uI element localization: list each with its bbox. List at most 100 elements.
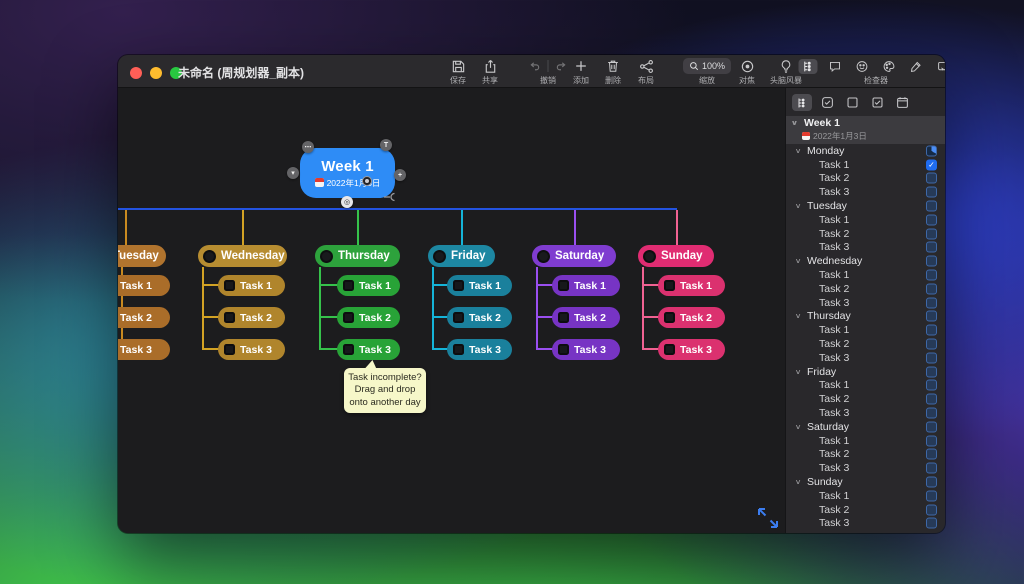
tab-completed-tasks[interactable] [817, 94, 837, 111]
outline-checkbox-empty[interactable] [926, 269, 937, 281]
sticky-note[interactable]: Task incomplete? Drag and drop onto anot… [344, 368, 426, 414]
task-checkbox-square[interactable] [224, 344, 235, 355]
outline-checkbox-empty[interactable] [926, 517, 937, 529]
outline-day-row-sunday[interactable]: ∨Sunday [786, 475, 945, 489]
brainstorm-button[interactable]: 头脑风暴 [770, 58, 802, 86]
task-node-friday-2[interactable]: Task 2 [447, 307, 512, 328]
task-checkbox-square[interactable] [664, 312, 675, 323]
node-text-handle[interactable]: T [380, 139, 392, 151]
zoom-control[interactable]: 100% 缩放 [682, 58, 732, 86]
outline-checkbox-checked[interactable]: ✓ [926, 159, 937, 171]
outline-checkbox-empty[interactable] [926, 462, 937, 474]
task-node-sunday-1[interactable]: Task 1 [658, 275, 725, 296]
outline-checkbox-empty[interactable] [926, 172, 937, 184]
outline-day-row-friday[interactable]: ∨Friday [786, 365, 945, 379]
task-node-wednesday-3[interactable]: Task 3 [218, 339, 285, 360]
focus-button[interactable]: 对焦 [739, 58, 755, 86]
task-checkbox-square[interactable] [224, 280, 235, 291]
task-node-friday-3[interactable]: Task 3 [447, 339, 512, 360]
outline-task-row-friday-2[interactable]: Task 2 [786, 392, 945, 406]
layout-button[interactable]: 布局 [638, 58, 654, 86]
day-checkbox-circle[interactable] [320, 249, 333, 263]
chevron-down-icon[interactable]: ∨ [794, 423, 802, 431]
outline-task-row-sunday-3[interactable]: Task 3 [786, 517, 945, 531]
task-node-thursday-1[interactable]: Task 1 [337, 275, 400, 296]
node-more-handle[interactable]: ⋯ [302, 141, 314, 153]
chevron-down-icon[interactable]: ∨ [794, 479, 802, 487]
zoom-window-button[interactable] [170, 67, 182, 79]
panel-inspector-button[interactable] [934, 59, 945, 74]
task-checkbox-square[interactable] [224, 312, 235, 323]
node-drag-handle[interactable]: ◎ [341, 196, 353, 208]
outline-task-row-monday-2[interactable]: Task 2 [786, 172, 945, 186]
day-checkbox-circle[interactable] [433, 249, 446, 263]
undo-icon[interactable] [529, 60, 542, 73]
add-button[interactable]: 添加 [573, 58, 589, 86]
outline-root-row[interactable]: ∨Week 1 2022年1月3日 [786, 116, 945, 144]
outline-checkbox-empty[interactable] [926, 310, 937, 322]
save-button[interactable]: 保存 [450, 58, 466, 86]
outline-task-row-monday-3[interactable]: Task 3 [786, 185, 945, 199]
outline-checkbox-empty[interactable] [926, 352, 937, 364]
outline-checkbox-empty[interactable] [926, 214, 937, 226]
outline-task-row-saturday-3[interactable]: Task 3 [786, 461, 945, 475]
outline-checkbox-empty[interactable] [926, 338, 937, 350]
outline-checkbox-empty[interactable] [926, 435, 937, 447]
task-node-wednesday-1[interactable]: Task 1 [218, 275, 285, 296]
chevron-down-icon[interactable]: ∨ [794, 313, 802, 321]
outline-day-row-tuesday[interactable]: ∨Tuesday [786, 199, 945, 213]
day-checkbox-circle[interactable] [203, 249, 216, 263]
node-collapse-handle[interactable]: ▾ [287, 167, 299, 179]
outline-day-row-monday[interactable]: ∨Monday [786, 144, 945, 158]
outline-checkbox-empty[interactable] [926, 255, 937, 267]
task-checkbox-square[interactable] [664, 344, 675, 355]
task-node-sunday-2[interactable]: Task 2 [658, 307, 725, 328]
outline-task-row-wednesday-1[interactable]: Task 1 [786, 268, 945, 282]
task-node-saturday-1[interactable]: Task 1 [552, 275, 620, 296]
task-node-tuesday-2[interactable]: Task 2 [118, 307, 170, 328]
day-node-saturday[interactable]: Saturday [532, 245, 616, 267]
task-checkbox-square[interactable] [343, 280, 354, 291]
tab-dated-tasks[interactable] [892, 94, 912, 111]
task-checkbox-square[interactable] [558, 344, 569, 355]
chevron-down-icon[interactable]: ∨ [794, 258, 802, 266]
day-node-tuesday[interactable]: Tuesday [118, 245, 166, 267]
outline-checkbox-empty[interactable] [926, 393, 937, 405]
outline-checkbox-empty[interactable] [926, 297, 937, 309]
outline-task-row-tuesday-1[interactable]: Task 1 [786, 213, 945, 227]
zoom-pill[interactable]: 100% [682, 58, 732, 74]
tab-outline[interactable] [792, 94, 812, 111]
task-node-friday-1[interactable]: Task 1 [447, 275, 512, 296]
outline-checkbox-empty[interactable] [926, 200, 937, 212]
outline-checkbox-empty[interactable] [926, 448, 937, 460]
style-pen-inspector-button[interactable] [907, 59, 926, 74]
outline-task-row-saturday-2[interactable]: Task 2 [786, 448, 945, 462]
outline-inspector-button[interactable] [798, 58, 818, 74]
share-button[interactable]: 共享 [482, 58, 498, 86]
task-checkbox-square[interactable] [558, 280, 569, 291]
outline-task-row-saturday-1[interactable]: Task 1 [786, 434, 945, 448]
outline-task-row-thursday-2[interactable]: Task 2 [786, 337, 945, 351]
tab-empty-tasks[interactable] [842, 94, 862, 111]
chevron-down-icon[interactable]: ∨ [794, 368, 802, 376]
task-node-thursday-3[interactable]: Task 3 [337, 339, 400, 360]
outline-task-row-wednesday-2[interactable]: Task 2 [786, 282, 945, 296]
outline-task-row-friday-1[interactable]: Task 1 [786, 379, 945, 393]
outline-task-row-sunday-1[interactable]: Task 1 [786, 489, 945, 503]
delete-button[interactable]: 删除 [605, 58, 621, 86]
outline-checkbox-empty[interactable] [926, 476, 937, 488]
task-node-tuesday-1[interactable]: Task 1 [118, 275, 170, 296]
outline-day-row-thursday[interactable]: ∨Thursday [786, 310, 945, 324]
outline-checkbox-empty[interactable] [926, 324, 937, 336]
outline-task-row-tuesday-3[interactable]: Task 3 [786, 241, 945, 255]
sticker-inspector-button[interactable] [853, 59, 872, 74]
task-checkbox-square[interactable] [453, 280, 464, 291]
day-node-friday[interactable]: Friday [428, 245, 495, 267]
task-checkbox-square[interactable] [453, 312, 464, 323]
outline-checkbox-empty[interactable] [926, 228, 937, 240]
outline-task-row-wednesday-3[interactable]: Task 3 [786, 296, 945, 310]
chevron-down-icon[interactable]: ∨ [794, 147, 802, 155]
outline-task-row-sunday-2[interactable]: Task 2 [786, 503, 945, 517]
day-checkbox-circle[interactable] [643, 249, 656, 263]
task-node-saturday-3[interactable]: Task 3 [552, 339, 620, 360]
